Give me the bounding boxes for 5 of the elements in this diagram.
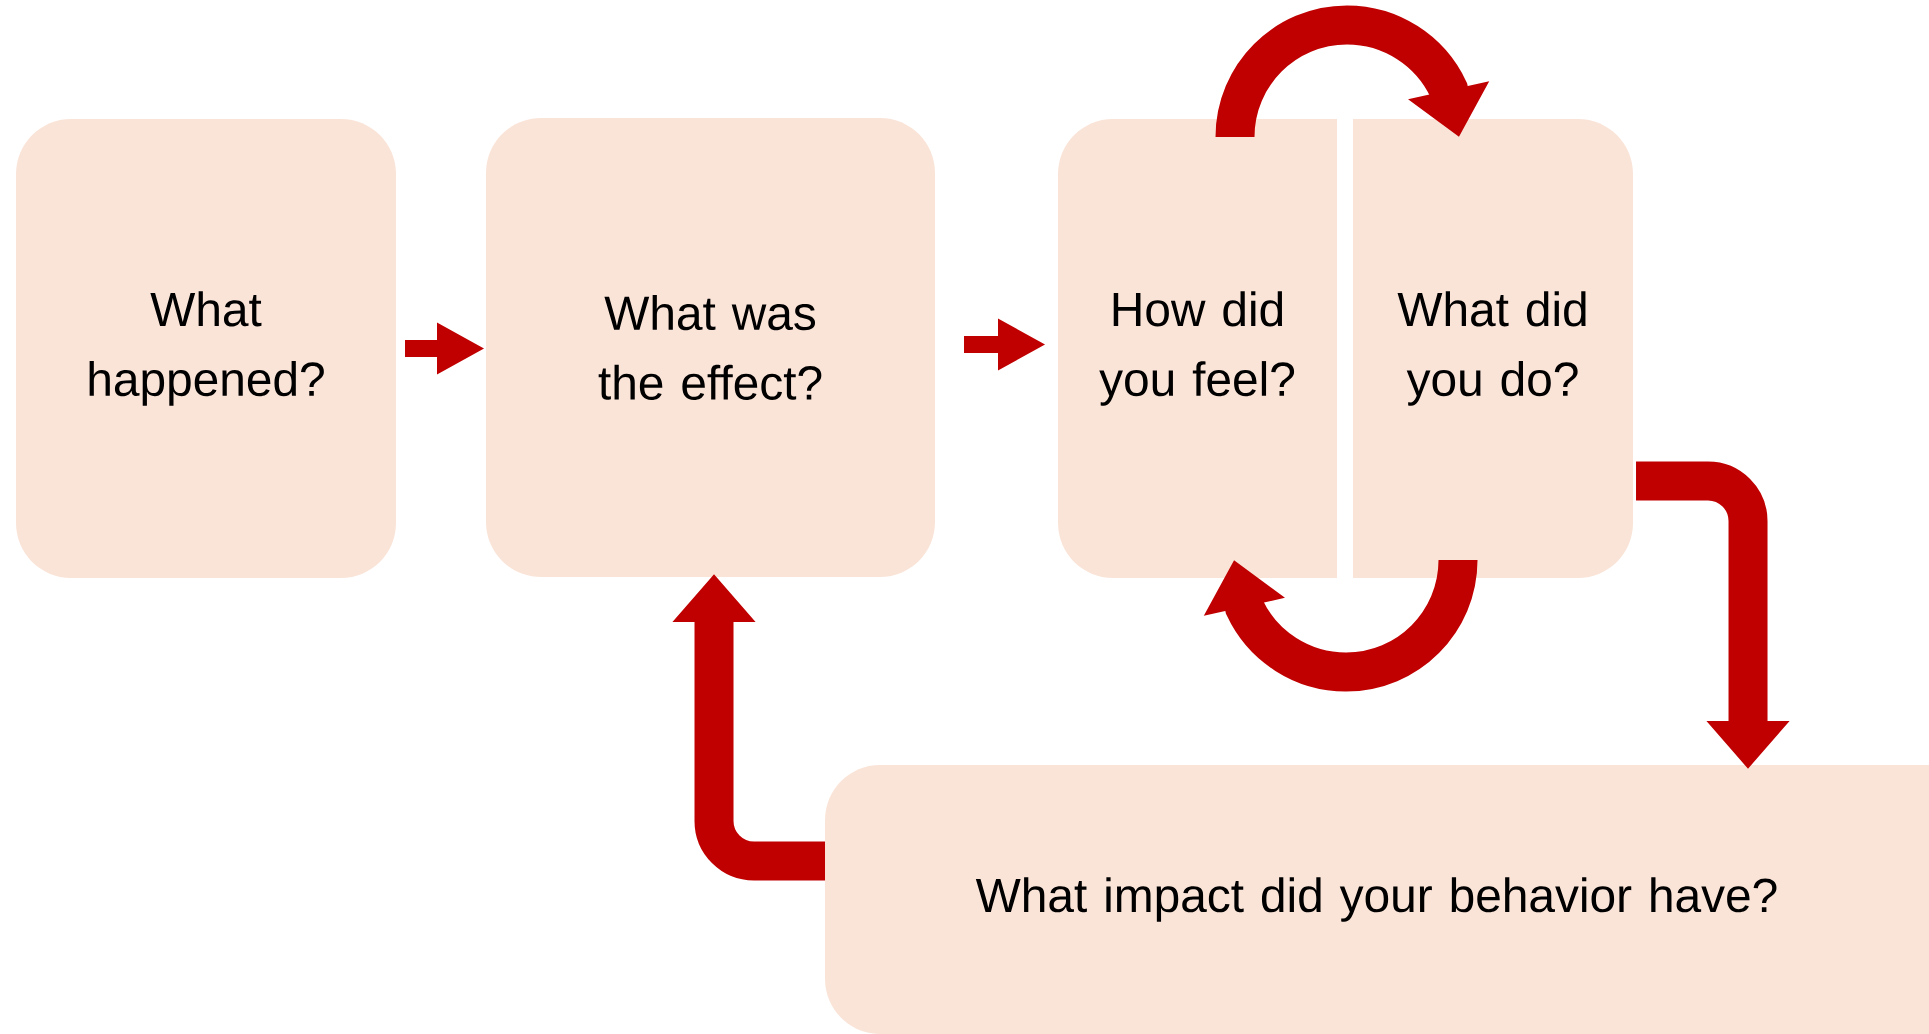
process-box: What impact did your behavior have? xyxy=(825,765,1929,1034)
process-box: What did you do? xyxy=(1353,119,1633,578)
process-box: What was the effect? xyxy=(486,118,935,577)
process-box: What happened? xyxy=(16,119,396,578)
process-box: How did you feel? xyxy=(1058,119,1337,578)
